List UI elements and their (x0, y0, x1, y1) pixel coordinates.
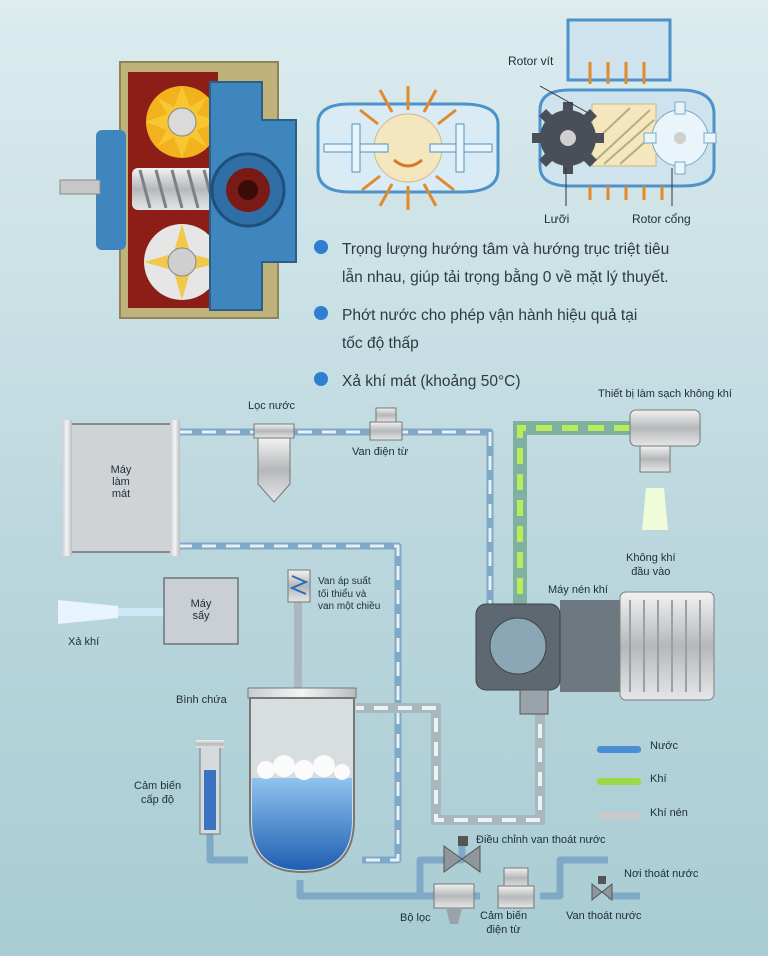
exhaust-label: Xả khí (68, 636, 100, 648)
bullet-text: Xả khí mát (khoảng 50°C) (342, 373, 521, 390)
bullet-text: tốc độ thấp (342, 335, 419, 352)
pump-cutaway-illustration (59, 61, 297, 319)
screw-gate-rotor-illustration (532, 18, 717, 206)
legend-item-water: Nước (650, 740, 678, 752)
bullet-item: Xả khí mát (khoảng 50°C) (314, 368, 734, 396)
level-sensor-unit (196, 740, 224, 835)
compressor-unit (475, 591, 715, 715)
gate-rotor-label: Rotor cổng (632, 212, 691, 226)
compressor-label: Máy nén khí (548, 584, 608, 596)
air-cleaner-unit (629, 409, 701, 530)
bullet-item: Trọng lượng hướng tâm và hướng trục triệ… (314, 236, 734, 292)
solenoid-valve-unit (369, 407, 403, 441)
legend-label: Nước (650, 740, 679, 752)
legend-label: Khí (650, 773, 667, 785)
filter-label: Bộ lọc (400, 912, 431, 924)
legend-label: Khí nén (650, 807, 688, 819)
legend-swatches (597, 746, 641, 819)
solenoid-valve-label: Van điện từ (352, 446, 409, 458)
drain-adjust-label: Điều chỉnh van thoát nước (476, 834, 606, 846)
rotor-screw-label: Rotor vít (508, 54, 554, 68)
bullet-dot-icon (314, 240, 328, 254)
tank-label: Bình chứa (176, 694, 227, 706)
cooler-unit (62, 420, 180, 556)
feature-bullets: Trọng lượng hướng tâm và hướng trục triệ… (314, 236, 734, 406)
bullet-text: Trọng lượng hướng tâm và hướng trục triệ… (342, 241, 670, 258)
drain-valve-label: Van thoát nước (566, 910, 642, 922)
bullet-dot-icon (314, 372, 328, 386)
legend-item-air: Khí (650, 773, 667, 785)
compressed-air-pipes (118, 600, 545, 825)
water-filter-label: Lọc nước (248, 400, 295, 412)
bullet-dot-icon (314, 306, 328, 320)
single-rotor-illustration (316, 86, 500, 210)
blade-label: Lưỡi (544, 212, 570, 226)
water-filter-unit (253, 423, 295, 503)
bullet-item: Phớt nước cho phép vận hành hiệu quả tại… (314, 302, 734, 358)
dryer-unit (58, 577, 239, 645)
drain-point-label: Nơi thoát nước (624, 868, 699, 880)
pressure-valve-unit (287, 569, 311, 603)
tank-unit (247, 687, 357, 874)
legend-item-compressed-air: Khí nén (650, 807, 688, 819)
air-cleaner-label: Thiết bị làm sạch không khí (598, 388, 732, 400)
bullet-text: Phớt nước cho phép vận hành hiệu quả tại (342, 307, 638, 324)
drain-components (433, 836, 613, 924)
bullet-text: lẫn nhau, giúp tải trọng bằng 0 về mặt l… (342, 269, 669, 286)
